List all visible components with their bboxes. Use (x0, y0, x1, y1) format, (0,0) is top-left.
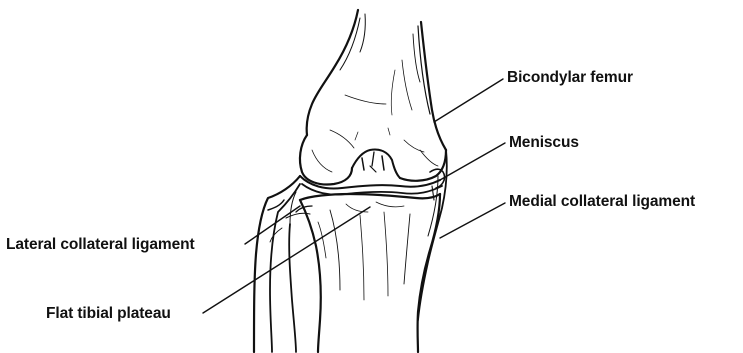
leader-line-meniscus (440, 143, 505, 180)
leader-lines (203, 79, 505, 313)
medial-collateral-ligament-drawing (418, 150, 447, 320)
label-flat-tibial-plateau: Flat tibial plateau (46, 305, 171, 323)
label-bicondylar-femur: Bicondylar femur (507, 69, 633, 87)
label-lateral-collateral-ligament: Lateral collateral ligament (6, 236, 195, 254)
lateral-collateral-ligament-drawing (254, 176, 312, 352)
tibia-drawing (300, 194, 440, 352)
label-meniscus: Meniscus (509, 134, 579, 152)
label-medial-collateral-ligament: Medial collateral ligament (509, 193, 695, 211)
meniscus-drawing (300, 169, 445, 194)
leader-line-tibial-plateau (203, 207, 370, 313)
leader-line-femur (434, 79, 503, 122)
femur-drawing (300, 10, 446, 185)
leader-line-medial-collateral (440, 203, 505, 238)
